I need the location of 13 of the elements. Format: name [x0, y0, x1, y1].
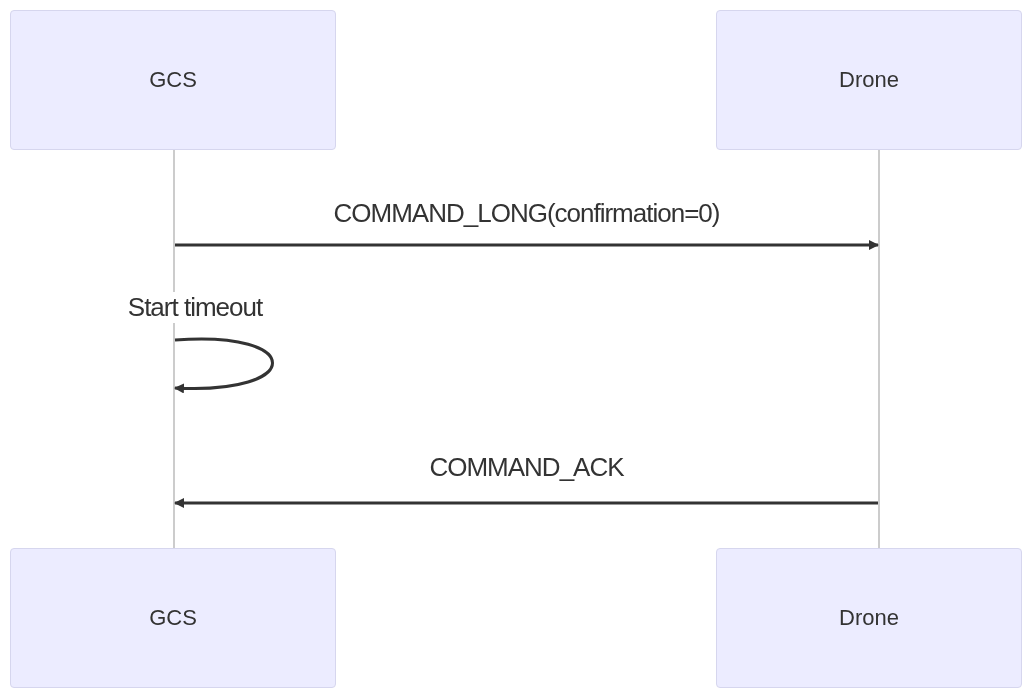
participant-box: [10, 548, 336, 688]
lifeline: [878, 150, 880, 548]
participant-name: Drone: [839, 67, 899, 93]
participant-name: GCS: [149, 67, 197, 93]
participant-box: [716, 548, 1022, 688]
participant-name: Drone: [839, 605, 899, 631]
participant-box: [716, 10, 1022, 150]
message-arrow: [175, 240, 879, 250]
participant-name: GCS: [149, 605, 197, 631]
lifeline: [173, 150, 175, 548]
self-message-arrow: [174, 337, 274, 394]
participant-box: [10, 10, 336, 150]
message-arrow: [174, 498, 878, 508]
